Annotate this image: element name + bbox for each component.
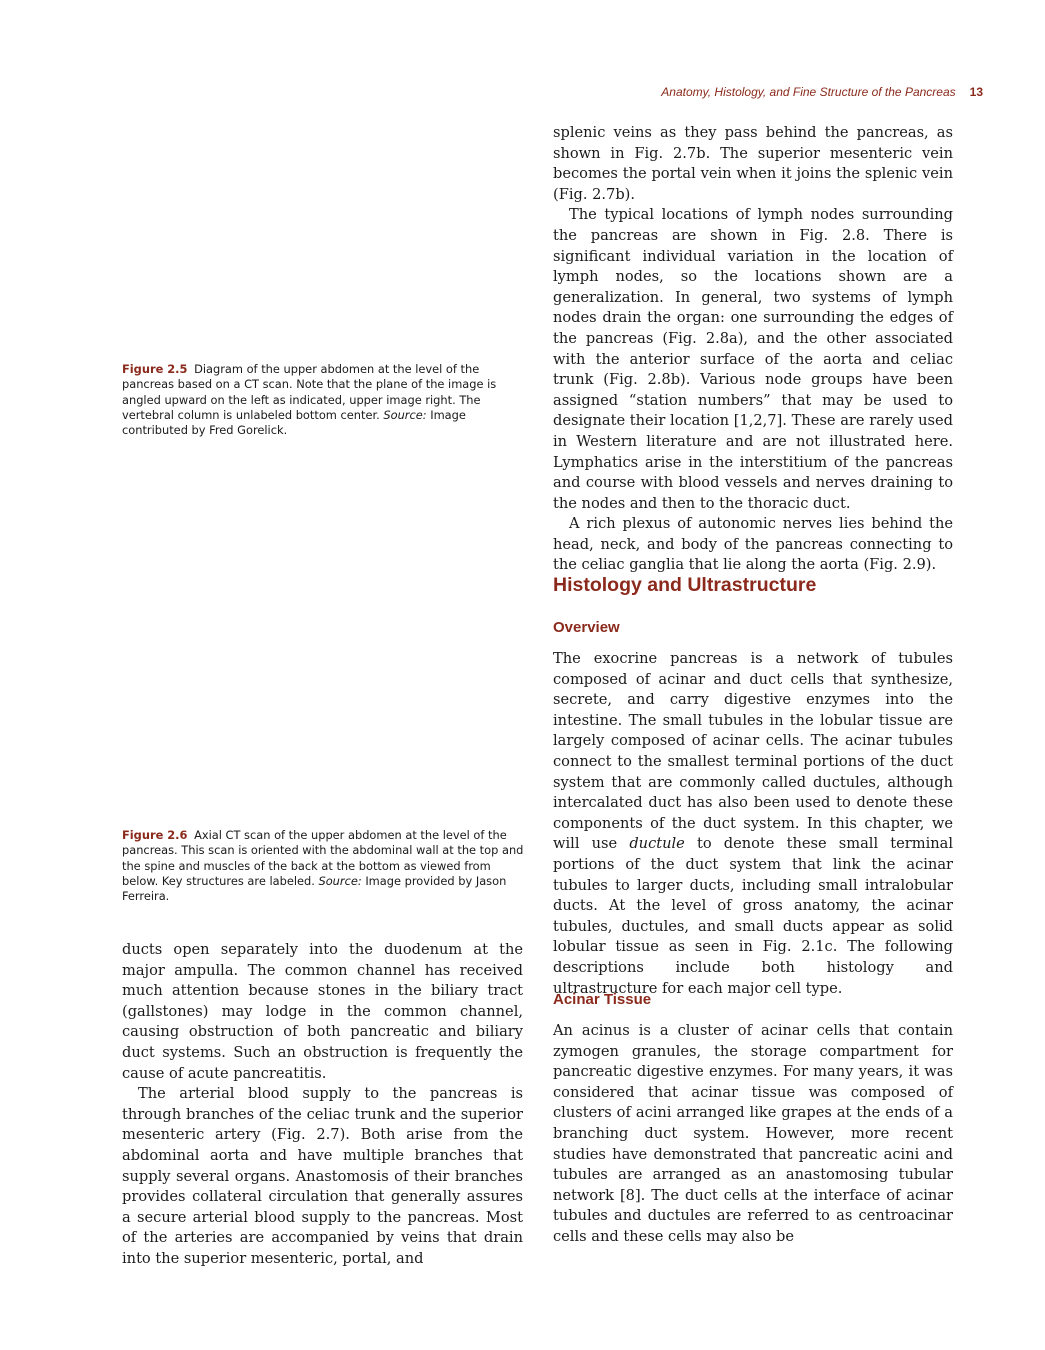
- text-run: to denote these small terminal portions …: [553, 835, 954, 997]
- figure-2-5-caption: Figure 2.5 Diagram of the upper abdomen …: [122, 362, 524, 438]
- paragraph: ducts open separately into the duodenum …: [122, 941, 523, 1082]
- running-title: Anatomy, Histology, and Fine Structure o…: [661, 85, 956, 99]
- figure-2-6-caption: Figure 2.6 Axial CT scan of the upper ab…: [122, 828, 524, 904]
- paragraph: A rich plexus of autonomic nerves lies b…: [553, 515, 953, 574]
- subsection-heading-acinar: Acinar Tissue: [553, 991, 652, 1008]
- right-column-body: splenic veins as they pass behind the pa…: [553, 123, 953, 576]
- caption-text: Diagram of the upper abdomen at the leve…: [122, 362, 497, 422]
- source-text: Image provided by Jason Ferreira.: [122, 873, 507, 904]
- running-header: Anatomy, Histology, and Fine Structure o…: [661, 85, 983, 99]
- acinar-body: An acinus is a cluster of acinar cells t…: [553, 1021, 953, 1248]
- figure-label: Figure 2.6: [122, 828, 188, 842]
- emphasis: ductule: [629, 835, 685, 853]
- paragraph: An acinus is a cluster of acinar cells t…: [553, 1022, 953, 1245]
- paragraph: splenic veins as they pass behind the pa…: [553, 124, 953, 203]
- page-number: 13: [969, 85, 983, 99]
- source-label: Source:: [318, 873, 362, 888]
- figure-label: Figure 2.5: [122, 362, 188, 376]
- left-column-body: ducts open separately into the duodenum …: [122, 940, 523, 1270]
- overview-body: The exocrine pancreas is a network of tu…: [553, 649, 953, 999]
- source-text: Image contributed by Fred Gorelick.: [122, 407, 466, 438]
- source-label: Source:: [383, 407, 427, 422]
- paragraph: The exocrine pancreas is a network of tu…: [553, 649, 953, 999]
- caption-text: Axial CT scan of the upper abdomen at th…: [122, 828, 524, 888]
- paragraph: The arterial blood supply to the pancrea…: [122, 1085, 523, 1267]
- text-run: The exocrine pancreas is a network of tu…: [553, 650, 953, 853]
- paragraph: The typical locations of lymph nodes sur…: [553, 206, 953, 512]
- section-heading: Histology and Ultrastructure: [553, 574, 817, 596]
- subsection-heading-overview: Overview: [553, 619, 620, 636]
